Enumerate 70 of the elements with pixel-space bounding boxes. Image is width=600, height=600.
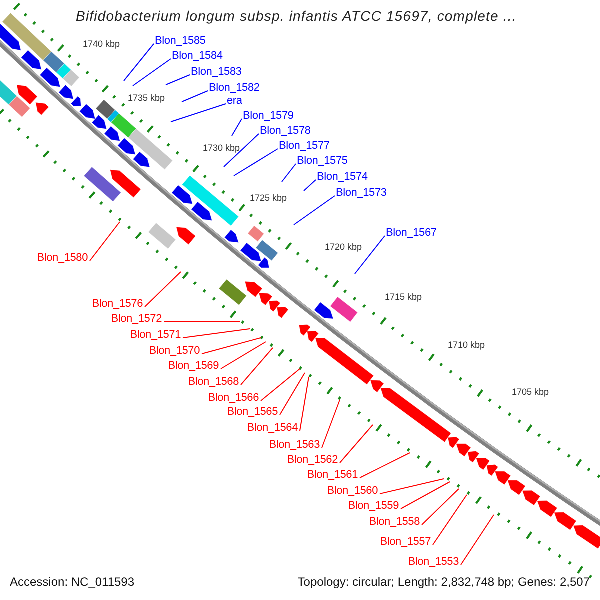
gene-label: Blon_1559 — [348, 500, 399, 512]
gene-label: Blon_1558 — [369, 516, 420, 528]
gene-label: era — [227, 95, 242, 107]
gene-label: Blon_1580 — [37, 252, 88, 264]
gene-label: Blon_1569 — [168, 360, 219, 372]
leader-line — [304, 180, 316, 192]
leader-line — [202, 338, 262, 354]
leader-line — [182, 90, 208, 102]
gene-label: Blon_1572 — [111, 313, 162, 325]
leader-line — [294, 196, 336, 226]
gene-label: Blon_1573 — [336, 187, 387, 199]
scale-label: 1725 kbp — [250, 193, 288, 203]
accession-text: Accession: NC_011593 — [10, 576, 135, 588]
leader-line — [400, 482, 450, 510]
gene-label: Blon_1557 — [380, 536, 431, 548]
gene-label: Blon_1577 — [279, 140, 330, 152]
genome-summary-text: Topology: circular; Length: 2,832,748 bp; Genes: 2,507 — [298, 576, 590, 588]
leader-line — [282, 164, 296, 182]
leader-line — [432, 494, 468, 546]
title: Bifidobacterium longum subsp. infantis ATCC 15697, complete ... — [76, 10, 517, 22]
scale-label: 1740 kbp — [83, 39, 120, 49]
leader-line — [322, 400, 340, 448]
gene-label: Blon_1561 — [307, 469, 358, 481]
leader-line — [166, 74, 190, 86]
leader-line — [240, 348, 274, 386]
leader-line — [170, 104, 226, 122]
gene-label: Blon_1567 — [386, 227, 437, 239]
leader-line — [380, 478, 444, 494]
leader-line — [300, 376, 310, 432]
gene-label: Blon_1579 — [243, 110, 294, 122]
gene-label: Blon_1570 — [149, 345, 200, 357]
leader-line — [234, 148, 278, 176]
gene-label: Blon_1562 — [287, 454, 338, 466]
leader-line — [260, 368, 300, 402]
gene-label: Blon_1553 — [408, 556, 459, 568]
gene-label: Blon_1560 — [327, 485, 378, 497]
leader-line — [132, 58, 172, 86]
scale-label: 1720 kbp — [325, 242, 362, 252]
gene-label: Blon_1566 — [208, 392, 259, 404]
scale-label: 1710 kbp — [448, 340, 486, 350]
leader-line — [354, 236, 386, 274]
scale-label: 1730 kbp — [203, 143, 240, 153]
scale-label: 1735 kbp — [128, 93, 166, 103]
gene-label: Blon_1565 — [227, 406, 278, 418]
leader-line — [220, 342, 266, 370]
gene-label: Blon_1585 — [155, 35, 206, 47]
leader-line — [90, 222, 120, 262]
gene-label: Blon_1583 — [191, 66, 242, 78]
gene-label: Blon_1578 — [260, 125, 311, 137]
gene-label: Blon_1564 — [247, 422, 298, 434]
leader-line — [144, 272, 182, 308]
leader-line — [422, 488, 460, 526]
gene-label: Blon_1574 — [317, 171, 368, 183]
gene-label: Blon_1568 — [188, 376, 239, 388]
leader-line — [124, 44, 154, 82]
leader-line — [280, 372, 306, 416]
leader-line — [360, 452, 410, 478]
leader-line — [224, 134, 260, 168]
scale-label: 1715 kbp — [385, 292, 422, 302]
leader-line — [460, 514, 494, 566]
gene-label: Blon_1575 — [297, 155, 348, 167]
leader-line — [232, 118, 242, 136]
leader-line — [340, 424, 374, 464]
gene-label: Blon_1576 — [92, 298, 143, 310]
gene-label: Blon_1584 — [172, 50, 223, 62]
gene-label: Blon_1582 — [209, 82, 260, 94]
leader-line — [182, 328, 250, 338]
scale-label: 1705 kbp — [512, 387, 550, 397]
gene-label: Blon_1571 — [130, 329, 181, 341]
gene-label: Blon_1563 — [269, 439, 320, 451]
